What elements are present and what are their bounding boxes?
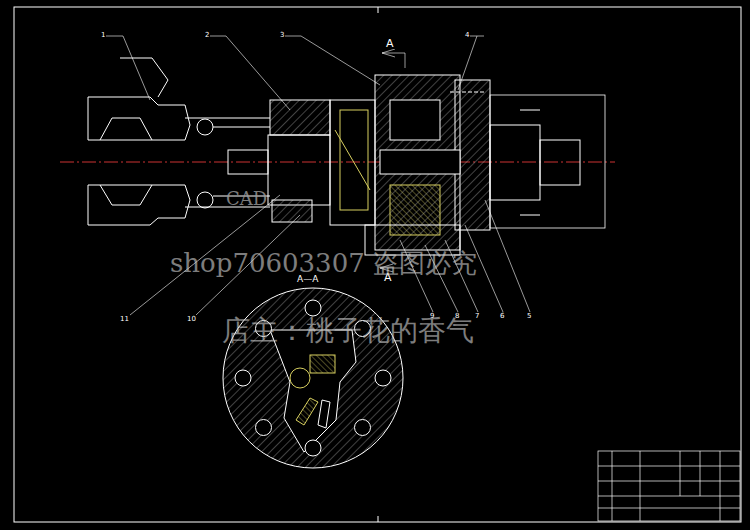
callout-number: 2 bbox=[204, 32, 210, 39]
callout-number: 10 bbox=[186, 316, 197, 323]
callout-number: 7 bbox=[474, 313, 480, 320]
watermark: shop70603307 盗图必究 bbox=[170, 250, 477, 276]
section-mark: A bbox=[385, 38, 395, 49]
callout-number: 5 bbox=[526, 313, 532, 320]
section-title: A—A bbox=[296, 275, 319, 284]
watermark: 店主：桃子花的香气 bbox=[222, 317, 474, 345]
callout-number: 6 bbox=[499, 313, 505, 320]
watermark: CAD bbox=[226, 190, 267, 208]
callout-number: 3 bbox=[279, 32, 285, 39]
callout-number: 4 bbox=[464, 32, 470, 39]
callout-number: 11 bbox=[119, 316, 130, 323]
callout-number: 1 bbox=[100, 32, 106, 39]
